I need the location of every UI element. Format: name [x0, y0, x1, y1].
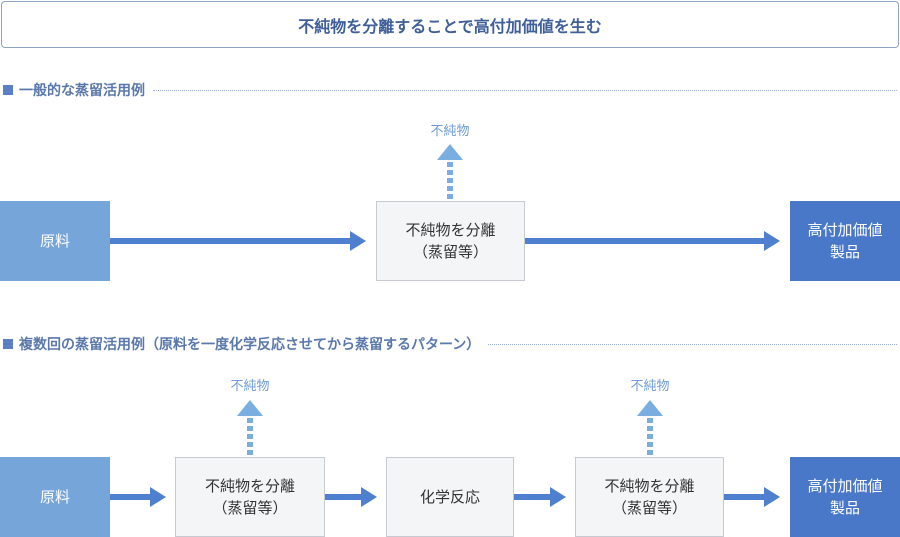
separation-label: 不純物を分離 [204, 477, 295, 495]
section1-arrow-raw-to-process [110, 231, 366, 251]
section2-arrow-process2-to-product [724, 487, 780, 507]
separation-sublabel: （蒸留等） [611, 499, 687, 517]
diagram-title-box: 不純物を分離することで高付加価値を生む [1, 1, 899, 48]
square-bullet-icon [3, 85, 13, 95]
separation-label: 不純物を分離 [604, 477, 695, 495]
section1-heading-text: 一般的な蒸留活用例 [19, 83, 145, 99]
section2-impurity-label-2: 不純物 [630, 379, 670, 394]
separation-sublabel: （蒸留等） [212, 499, 288, 517]
product-label: 高付加価値 [807, 221, 883, 239]
separation-sublabel: （蒸留等） [412, 243, 488, 261]
product-sublabel: 製品 [829, 499, 860, 517]
section1-impurity-arrow [437, 144, 463, 200]
section1-product-box: 高付加価値 製品 [790, 201, 900, 281]
section1-arrow-process-to-product [525, 231, 780, 251]
section1-impurity-label: 不純物 [430, 124, 470, 139]
dotted-divider [153, 89, 897, 91]
dotted-divider [488, 343, 897, 345]
raw-material-label: 原料 [39, 488, 70, 506]
section2-product-box: 高付加価値 製品 [790, 457, 900, 537]
section1-raw-material-box: 原料 [0, 201, 110, 281]
section2-impurity-label-1: 不純物 [230, 379, 270, 394]
section1-heading: 一般的な蒸留活用例 [3, 81, 897, 99]
section2-arrow-process1-to-reaction [325, 487, 377, 507]
product-label: 高付加価値 [807, 477, 883, 495]
section2-arrow-raw-to-process1 [110, 487, 166, 507]
section2-heading-text: 複数回の蒸留活用例（原料を一度化学反応させてから蒸留するパターン） [19, 337, 481, 353]
section2-heading: 複数回の蒸留活用例（原料を一度化学反応させてから蒸留するパターン） [3, 335, 897, 353]
section2-separation-box-1: 不純物を分離 （蒸留等） [175, 457, 325, 537]
section1-separation-box: 不純物を分離 （蒸留等） [376, 201, 525, 281]
section2-chemical-reaction-box: 化学反応 [386, 457, 514, 537]
section2-impurity-arrow-2 [637, 400, 663, 456]
raw-material-label: 原料 [39, 232, 70, 250]
section2-impurity-arrow-1 [237, 400, 263, 456]
square-bullet-icon [3, 339, 13, 349]
section2-arrow-reaction-to-process2 [514, 487, 566, 507]
product-sublabel: 製品 [829, 243, 860, 261]
diagram-title: 不純物を分離することで高付加価値を生む [298, 16, 602, 36]
chemical-reaction-label: 化学反応 [419, 488, 480, 506]
section2-separation-box-2: 不純物を分離 （蒸留等） [575, 457, 724, 537]
section2-raw-material-box: 原料 [0, 457, 110, 537]
separation-label: 不純物を分離 [405, 221, 496, 239]
